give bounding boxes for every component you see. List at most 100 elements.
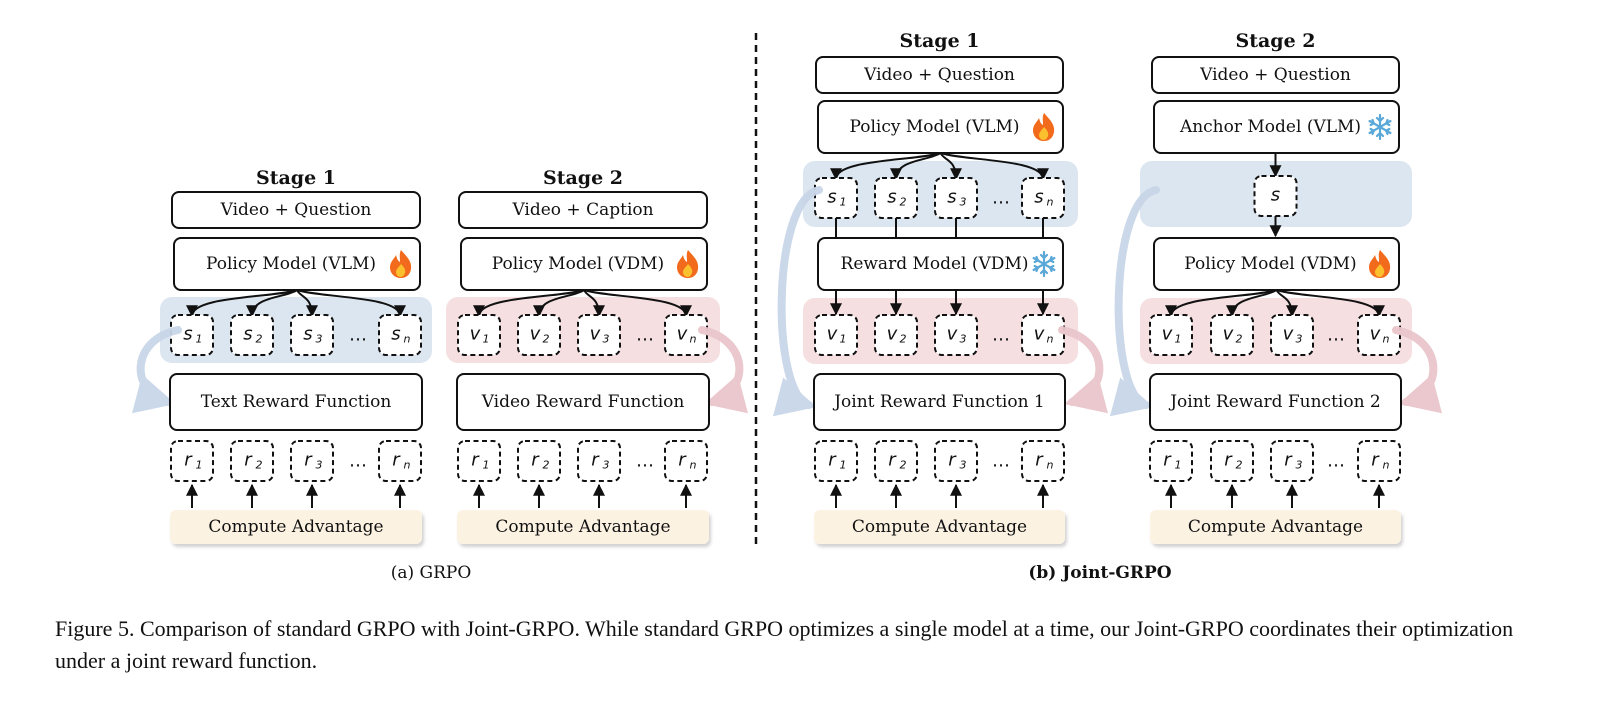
a-stage1-reward-box — [169, 373, 423, 431]
a-stage2-title: Stage 2 — [543, 167, 623, 189]
a-stage2-sample-2-symbol: v — [530, 324, 541, 345]
a-stage1-reward-3-symbol: r — [304, 450, 313, 471]
b-stage1-input-box-label: Video + Question — [863, 65, 1015, 85]
b-stage2-advantage-box-label: Compute Advantage — [1188, 517, 1363, 537]
a-stage2-reward-box-label: Video Reward Function — [481, 392, 685, 412]
a-stage2-reward-4-ellipsis: … — [636, 451, 654, 472]
a-stage2-sample-3-symbol: v — [590, 324, 601, 345]
b-stage2-reward-2 — [1210, 440, 1254, 482]
a-stage2-sample-4-ellipsis: … — [636, 325, 654, 346]
a-stage2-reward-2-subscript: 2 — [543, 459, 550, 472]
b-stage1-reward-5 — [1021, 440, 1065, 482]
b-stage1-video-5-subscript: n — [1047, 333, 1054, 346]
b-stage1-video-4-ellipsis: … — [992, 325, 1010, 346]
a-stage2-reward-1-subscript: 1 — [483, 459, 490, 472]
a-stage2-reward-5-subscript: n — [690, 459, 697, 472]
b-stage1-fan-arrow-1 — [830, 152, 941, 181]
a-stage2-advantage-box-label: Compute Advantage — [495, 517, 670, 537]
b-stage1-reward-3 — [934, 440, 978, 482]
a-stage1-sample-3-subscript: 3 — [316, 333, 323, 346]
a-stage2-reward-1-symbol: r — [471, 450, 480, 471]
b-stage2-reward-1-subscript: 1 — [1175, 459, 1182, 472]
b-stage1-sample-5-symbol: s — [1034, 187, 1043, 208]
b-stage1-reward-2-subscript: 2 — [900, 459, 907, 472]
a-stage1-feedback-arrow — [131, 326, 182, 414]
a-stage2-fan-arrow-2 — [533, 289, 585, 318]
panel-a-caption: (a) GRPO — [391, 563, 472, 583]
b-stage1-sample-3-symbol: s — [947, 187, 956, 208]
b-stage2-anchor-sample-symbol: s — [1271, 185, 1280, 206]
b-stage1-reward-2-symbol: r — [888, 450, 897, 471]
b-stage1-sample-3-subscript: 3 — [960, 196, 967, 209]
a-stage1-advantage-box — [170, 510, 422, 544]
b-stage1-sample-2-subscript: 2 — [900, 196, 907, 209]
b-stage1-feedback-right-arrow — [1058, 326, 1109, 414]
b-stage1-advantage-box — [814, 510, 1065, 544]
a-stage1-reward-5 — [378, 440, 422, 482]
b-stage1-advantage-box-label: Compute Advantage — [852, 517, 1027, 537]
b-stage2-reward-3-subscript: 3 — [1296, 459, 1303, 472]
a-stage1-sample-2-symbol: s — [243, 324, 252, 345]
b-stage1-sample-2-symbol: s — [887, 187, 896, 208]
a-stage1-sample-5-symbol: s — [391, 324, 400, 345]
a-stage1-fan-arrow-1 — [186, 289, 298, 318]
a-stage1-sample-4-ellipsis: … — [349, 325, 367, 346]
panel-b-caption: (b) Joint-GRPO — [1028, 563, 1171, 583]
a-stage2-input-box — [458, 191, 708, 229]
b-stage2-reward-5-symbol: r — [1371, 450, 1380, 471]
b-stage1-video-3-subscript: 3 — [960, 333, 967, 346]
b-stage2-input-box — [1151, 56, 1400, 94]
b-stage2-video-2 — [1210, 314, 1254, 356]
b-stage1-input-box — [815, 56, 1064, 94]
b-stage2-reward-1 — [1149, 440, 1193, 482]
b-stage1-feedback-left-arrow — [772, 186, 823, 417]
figure-caption: Figure 5. Comparison of standard GRPO wi… — [55, 616, 1514, 673]
a-stage1-fan-arrow-4 — [296, 289, 406, 318]
a-stage2-fan-arrow-1 — [473, 289, 585, 318]
b-stage2-video-5-symbol: v — [1370, 324, 1381, 345]
b-stage2-advantage-box — [1150, 510, 1401, 544]
b-stage2-fan-arrow-4 — [1276, 289, 1385, 318]
b-stage1-reward-1-subscript: 1 — [840, 459, 847, 472]
b-stage1-video-1-subscript: 1 — [840, 333, 847, 346]
a-stage1-reward-4-ellipsis: … — [349, 451, 367, 472]
a-stage2-sample-1-subscript: 1 — [483, 333, 490, 346]
a-stage1-fan-arrow-2 — [246, 289, 298, 318]
a-stage1-sample-5 — [378, 314, 422, 356]
b-stage1-sample-4-ellipsis: … — [992, 188, 1010, 209]
a-stage2-sample-5-subscript: n — [690, 333, 697, 346]
a-stage1-reward-2-symbol: r — [244, 450, 253, 471]
a-stage1-reward-3-subscript: 3 — [316, 459, 323, 472]
a-stage1-model-box-label: Policy Model (VLM) — [206, 254, 376, 274]
a-stage2-reward-1 — [457, 440, 501, 482]
a-stage2-reward-5 — [664, 440, 708, 482]
b-stage2-reward-5-subscript: n — [1383, 459, 1390, 472]
b-stage1-second-model-box — [817, 237, 1064, 291]
b-stage1-reward-box — [813, 373, 1066, 431]
a-stage2-advantage-box — [457, 510, 709, 544]
a-stage1-fan-arrow-3 — [296, 289, 318, 318]
b-stage1-reward-3-symbol: r — [948, 450, 957, 471]
b-stage1-video-5-symbol: v — [1034, 324, 1045, 345]
b-stage2-reward-box-label: Joint Reward Function 2 — [1168, 392, 1381, 412]
b-stage2-video-4-ellipsis: … — [1327, 325, 1345, 346]
a-stage2-sample-2-subscript: 2 — [543, 333, 550, 346]
b-stage2-feedback-left-arrow — [1109, 186, 1160, 417]
a-stage1-reward-1-symbol: r — [184, 450, 193, 471]
b-stage1-video-2-symbol: v — [887, 324, 898, 345]
a-stage1-reward-3 — [290, 440, 334, 482]
b-stage1-fan-arrow-4 — [940, 152, 1049, 181]
b-stage2-video-3-subscript: 3 — [1296, 333, 1303, 346]
b-stage2-reward-3-symbol: r — [1284, 450, 1293, 471]
a-stage2-sample-3 — [577, 314, 621, 356]
b-stage1-title: Stage 1 — [899, 30, 979, 52]
a-stage1-reward-5-symbol: r — [392, 450, 401, 471]
b-stage1-fan-arrow-2 — [890, 152, 942, 181]
a-stage2-sample-5-symbol: v — [677, 324, 688, 345]
b-stage2-reward-2-symbol: r — [1224, 450, 1233, 471]
b-stage2-model-box-label: Anchor Model (VLM) — [1179, 117, 1361, 137]
b-stage1-model-box-label: Policy Model (VLM) — [849, 117, 1019, 137]
a-stage1-reward-box-label: Text Reward Function — [201, 392, 392, 412]
b-stage2-reward-5 — [1357, 440, 1401, 482]
b-stage1-reward-1 — [814, 440, 858, 482]
